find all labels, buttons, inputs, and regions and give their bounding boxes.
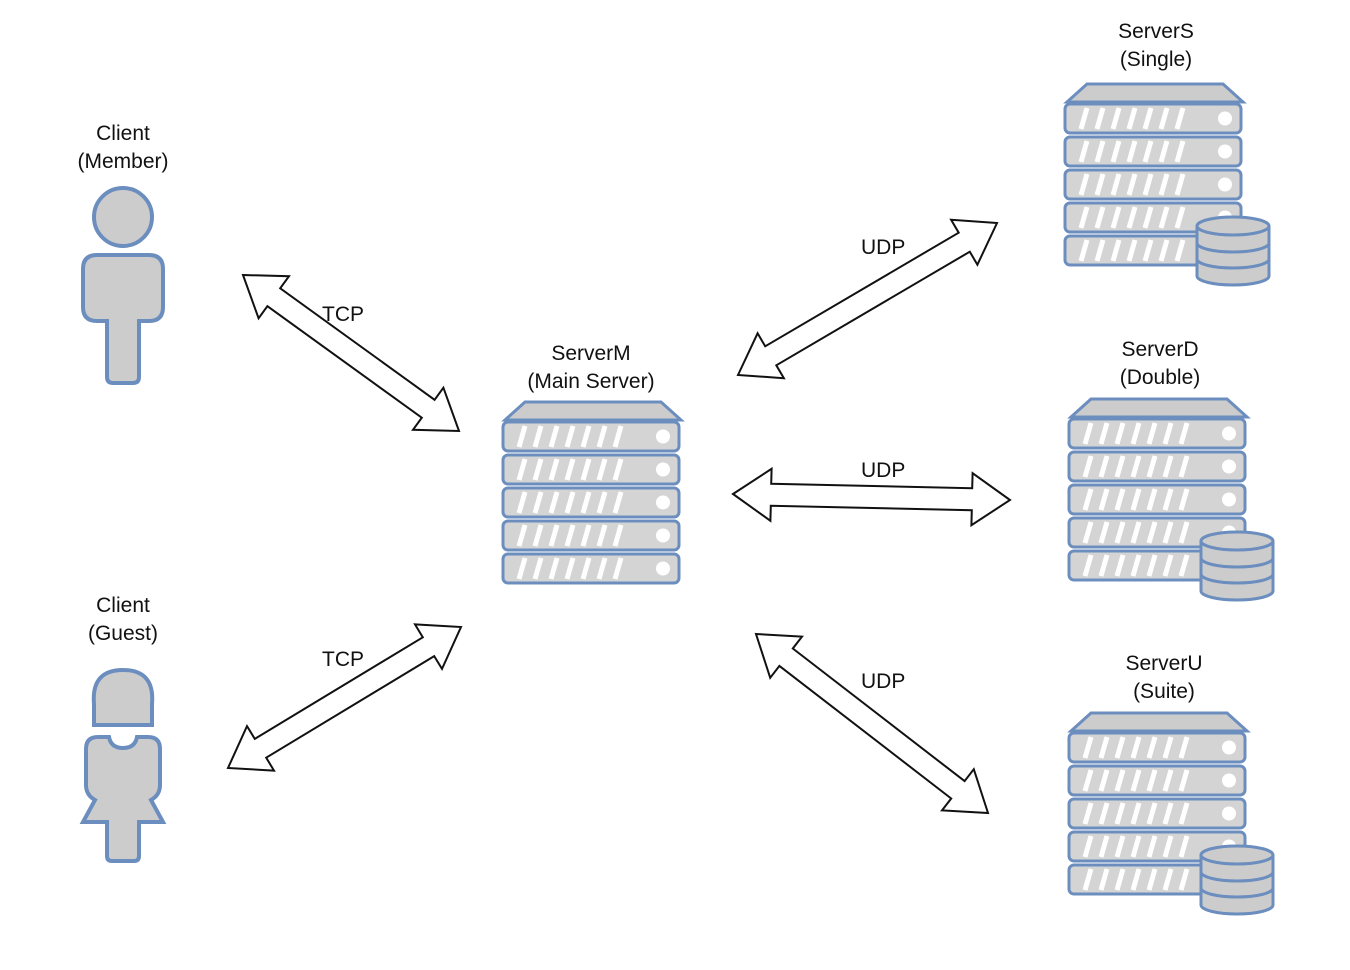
protocol-label-udp-suite: UDP — [861, 670, 906, 693]
server-main-label: ServerM (Main Server) — [491, 340, 691, 396]
user-female-icon — [79, 667, 167, 863]
client-member-role: (Member) — [77, 150, 169, 173]
client-guest-role: (Guest) — [87, 622, 158, 645]
client-member-name: Client — [96, 122, 150, 145]
server-single-name: ServerS — [1118, 20, 1194, 43]
protocol-label-tcp-member: TCP — [322, 303, 364, 326]
server-main-icon — [503, 402, 681, 583]
protocol-label-udp-double: UDP — [861, 459, 906, 482]
server-double-role: (Double) — [1119, 366, 1201, 389]
server-single-icon — [1065, 84, 1271, 287]
client-guest-name: Client — [96, 594, 150, 617]
user-male-icon — [81, 186, 165, 385]
protocol-label-tcp-guest: TCP — [322, 648, 364, 671]
server-suite-role: (Suite) — [1133, 680, 1195, 703]
server-double-name: ServerD — [1121, 338, 1199, 361]
server-main-name: ServerM — [551, 342, 631, 365]
protocol-label-udp-single: UDP — [861, 236, 906, 259]
client-member-label: Client (Member) — [53, 120, 193, 176]
client-guest-label: Client (Guest) — [53, 592, 193, 648]
udp-arrow-double — [731, 466, 1012, 528]
server-suite-name: ServerU — [1125, 652, 1203, 675]
database-icon — [1195, 215, 1271, 287]
database-icon — [1199, 844, 1275, 916]
udp-arrow-suite — [754, 632, 990, 815]
server-double-label: ServerD (Double) — [1090, 336, 1230, 392]
database-icon — [1199, 530, 1275, 602]
tcp-arrow-guest — [226, 623, 463, 772]
udp-arrow-single — [736, 218, 999, 380]
server-double-icon — [1069, 399, 1275, 602]
server-suite-icon — [1069, 713, 1275, 916]
server-suite-label: ServerU (Suite) — [1094, 650, 1234, 706]
server-single-label: ServerS (Single) — [1086, 18, 1226, 74]
server-main-role: (Main Server) — [527, 370, 655, 393]
server-single-role: (Single) — [1119, 48, 1193, 71]
tcp-arrow-member — [241, 273, 461, 433]
